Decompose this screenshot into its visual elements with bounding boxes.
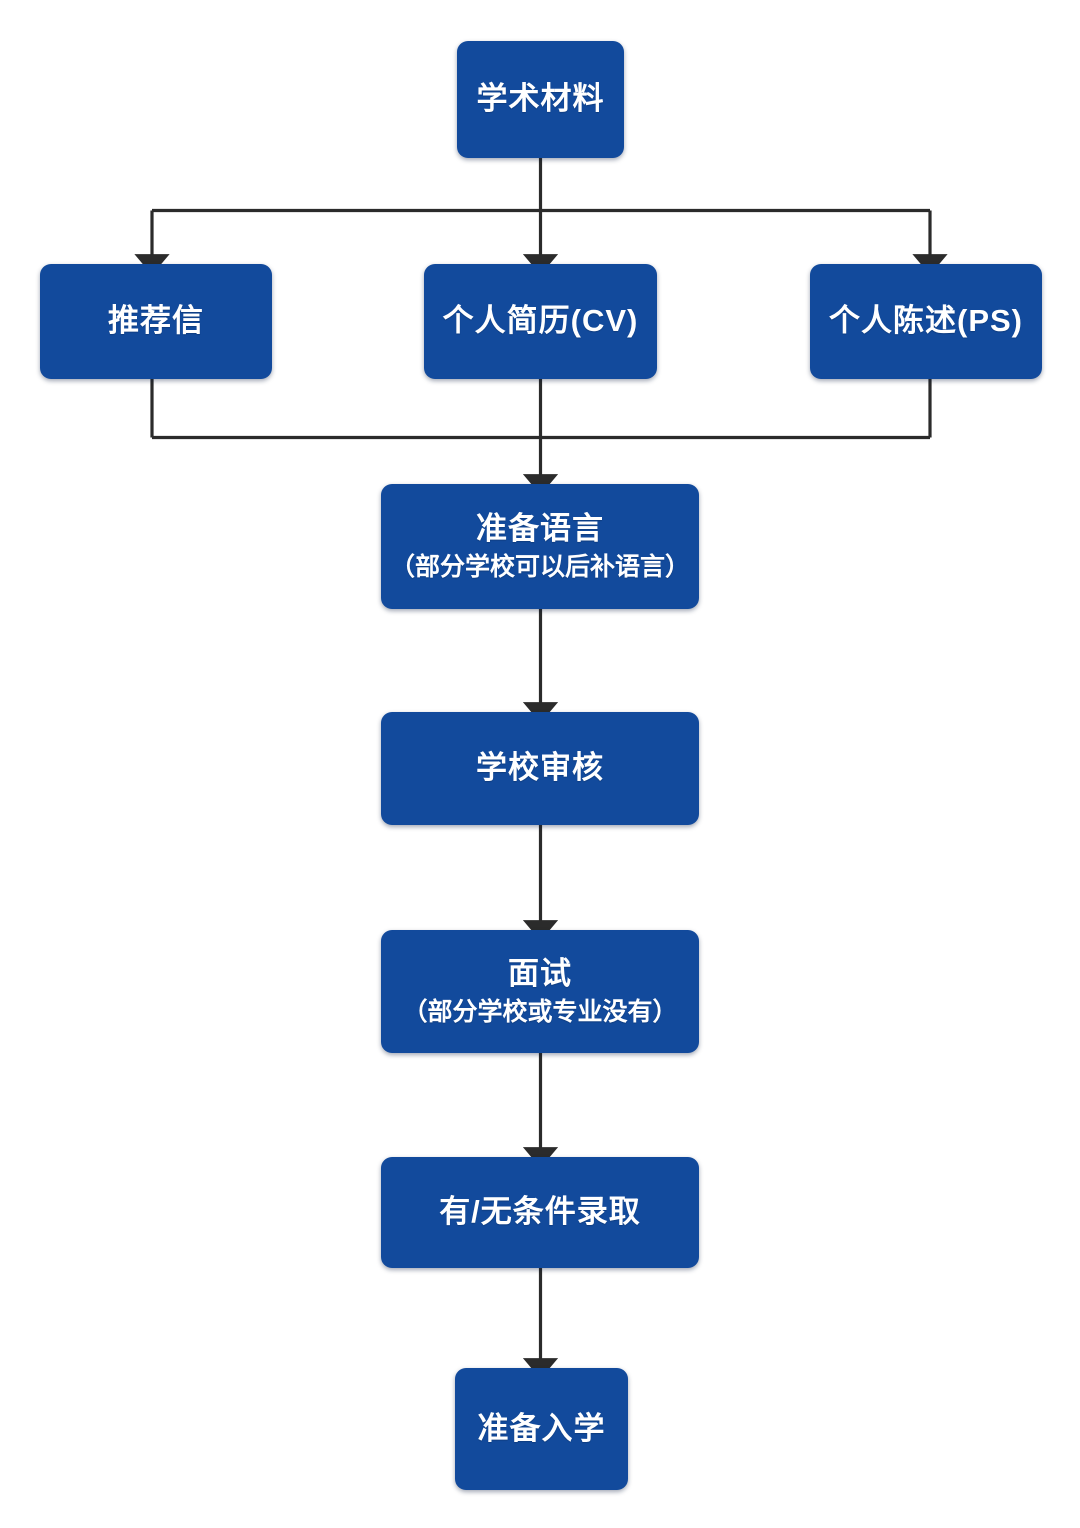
- node-prepare-enrollment[interactable]: 准备入学: [455, 1368, 628, 1490]
- node-title: 有/无条件录取: [439, 1194, 641, 1230]
- node-title: 个人简历(CV): [442, 303, 639, 339]
- node-subtitle: （部分学校或专业没有）: [402, 997, 678, 1026]
- node-personal-statement[interactable]: 个人陈述(PS): [810, 264, 1042, 379]
- node-title: 准备语言: [476, 511, 604, 547]
- node-title: 学术材料: [476, 81, 605, 117]
- node-academic-materials[interactable]: 学术材料: [457, 41, 624, 158]
- node-school-review[interactable]: 学校审核: [381, 712, 699, 825]
- node-interview[interactable]: 面试 （部分学校或专业没有）: [381, 930, 699, 1053]
- node-title: 个人陈述(PS): [829, 303, 1023, 339]
- node-conditional-offer[interactable]: 有/无条件录取: [381, 1157, 699, 1268]
- node-language-preparation[interactable]: 准备语言 （部分学校可以后补语言）: [381, 484, 699, 609]
- node-recommendation-letter[interactable]: 推荐信: [40, 264, 272, 379]
- node-title: 准备入学: [477, 1410, 606, 1446]
- node-title: 面试: [508, 956, 572, 992]
- node-personal-cv[interactable]: 个人简历(CV): [424, 264, 657, 379]
- node-title: 推荐信: [108, 303, 204, 339]
- node-subtitle: （部分学校可以后补语言）: [389, 552, 690, 581]
- node-title: 学校审核: [476, 750, 604, 786]
